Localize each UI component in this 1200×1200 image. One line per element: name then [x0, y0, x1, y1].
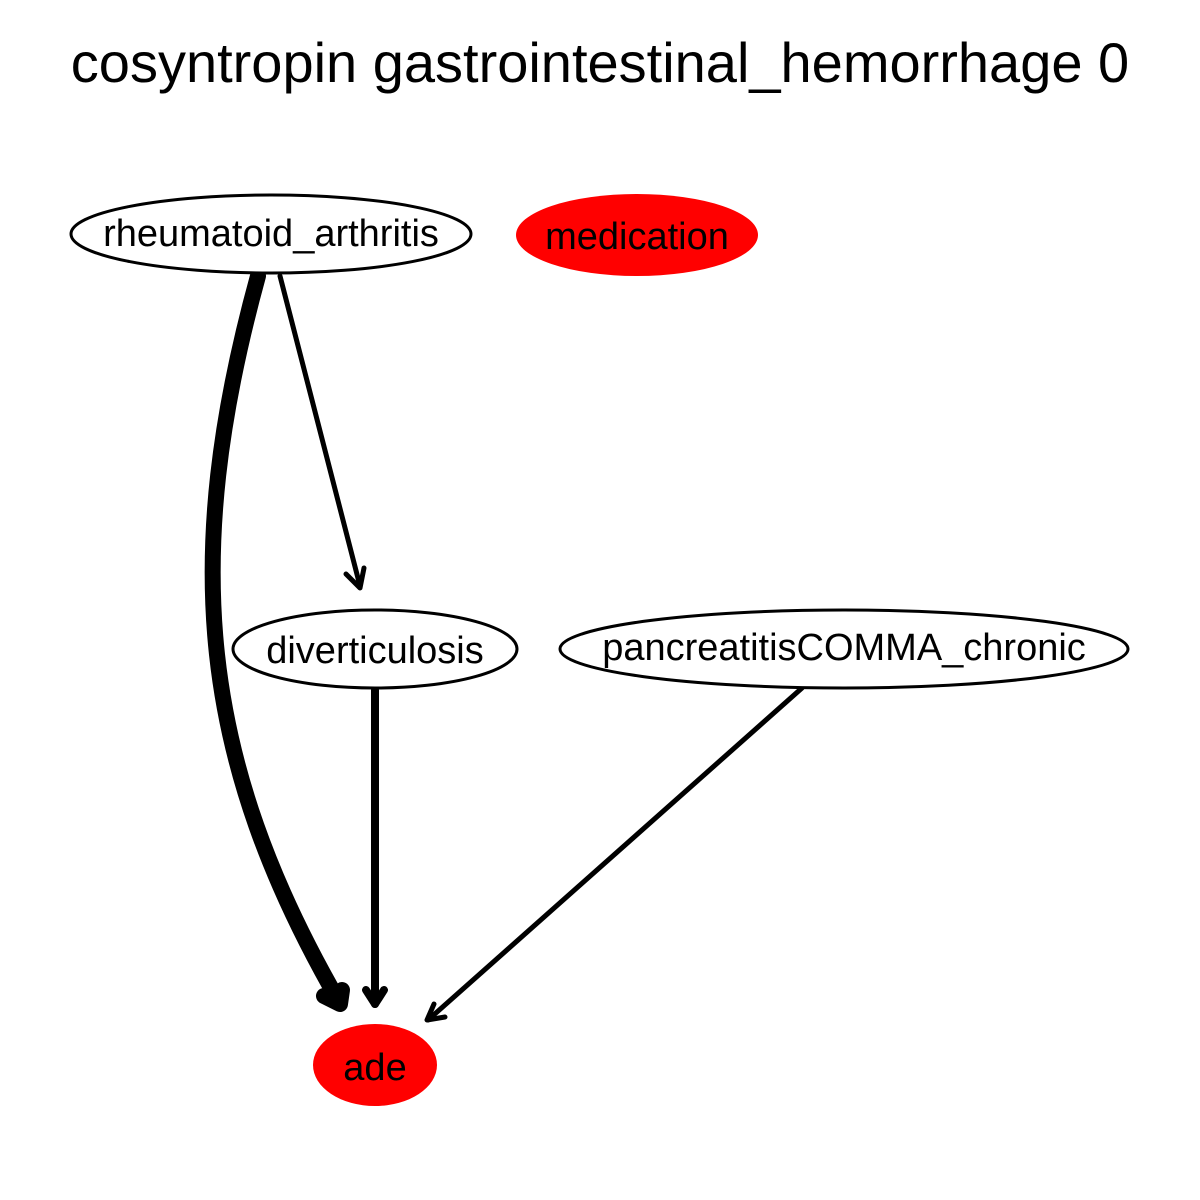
node-ellipse — [313, 1024, 437, 1106]
node-label: medication — [545, 216, 729, 258]
node-label: diverticulosis — [266, 630, 484, 672]
node-ellipse — [231, 608, 519, 690]
edge-arrowhead — [316, 982, 350, 1012]
edge-line — [425, 685, 805, 1023]
node-diverticulosis[interactable]: diverticulosis — [231, 608, 519, 690]
node-label: ade — [343, 1047, 406, 1089]
edge-pancreatitis-chronic-to-ade — [424, 685, 805, 1023]
node-label: rheumatoid_arthritis — [103, 213, 439, 255]
edges — [204, 268, 805, 1023]
edge-arrowhead — [424, 1001, 448, 1023]
node-ellipse — [69, 193, 473, 275]
node-ellipse — [558, 608, 1130, 690]
node-label: pancreatitisCOMMA_chronic — [602, 627, 1086, 669]
edge-line — [277, 273, 363, 589]
edge-arrowhead — [362, 986, 388, 1008]
nodes: rheumatoid_arthritis medication divertic… — [69, 193, 1130, 1106]
edge-rheumatoid-arthritis-to-diverticulosis — [277, 273, 367, 591]
edge-line — [204, 268, 346, 1008]
node-medication[interactable]: medication — [516, 194, 758, 276]
diagram-title: cosyntropin gastrointestinal_hemorrhage … — [71, 31, 1129, 94]
edge-rheumatoid-arthritis-to-ade — [204, 268, 350, 1012]
node-pancreatitis-chronic[interactable]: pancreatitisCOMMA_chronic — [558, 608, 1130, 690]
edge-arrowhead — [343, 565, 367, 591]
node-ellipse — [516, 194, 758, 276]
node-rheumatoid-arthritis[interactable]: rheumatoid_arthritis — [69, 193, 473, 275]
edge-diverticulosis-to-ade — [362, 686, 388, 1008]
node-ade[interactable]: ade — [313, 1024, 437, 1106]
